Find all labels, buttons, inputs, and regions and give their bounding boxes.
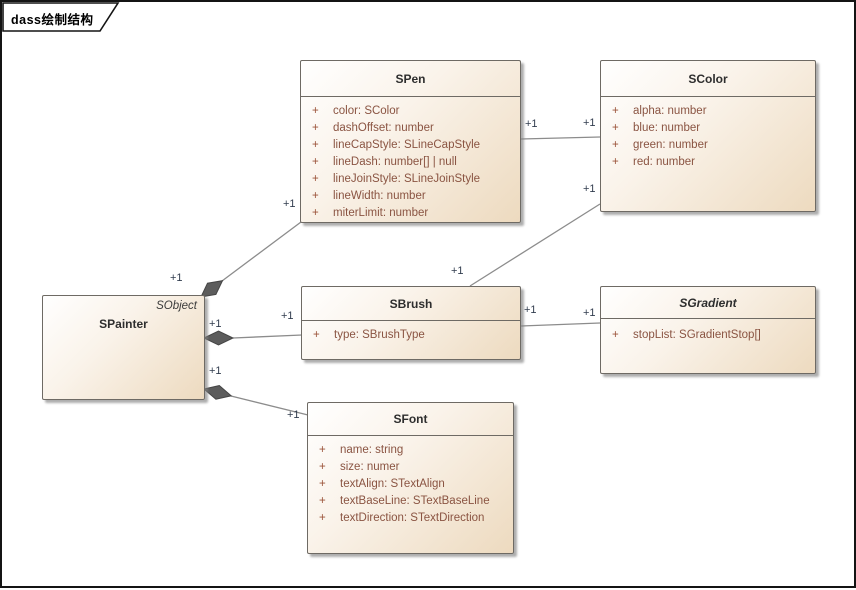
attribute: +size: numer (319, 461, 400, 473)
composition-diamond-font (202, 385, 233, 400)
attribute: +type: SBrushType (313, 329, 425, 341)
composition-diamond-pen (200, 280, 224, 298)
frame-tab (2, 2, 120, 32)
attribute: +name: string (319, 444, 404, 456)
attribute: +red: number (612, 156, 696, 168)
attribute: +blue: number (612, 122, 701, 134)
multiplicity-label: +1 (209, 365, 222, 377)
attribute: +textAlign: STextAlign (319, 478, 445, 490)
multiplicity-label: +1 (209, 318, 222, 330)
class-spainter[interactable]: SObject SPainter (42, 295, 205, 400)
multiplicity-label: +1 (583, 183, 596, 195)
diagram-title: dass绘制结构 (11, 13, 94, 27)
class-scolor[interactable]: SColor +alpha: number +blue: number +gre… (600, 60, 816, 212)
multiplicity-label: +1 (287, 409, 300, 421)
attribute: +lineDash: number[] | null (312, 156, 457, 168)
attribute: +textDirection: STextDirection (319, 512, 485, 524)
class-sfont[interactable]: SFont +name: string +size: numer +textAl… (307, 402, 514, 554)
class-name: SBrush (389, 296, 433, 311)
multiplicity-label: +1 (283, 198, 296, 210)
multiplicity-label: +1 (583, 117, 596, 129)
multiplicity-label: +1 (525, 118, 538, 130)
multiplicity-label: +1 (281, 310, 294, 322)
multiplicity-label: +1 (451, 265, 464, 277)
parent-class-label: SObject (156, 300, 197, 312)
class-name: SPainter (99, 317, 148, 331)
attribute: +textBaseLine: STextBaseLine (319, 495, 490, 507)
class-sgradient[interactable]: SGradient +stopList: SGradientStop[] (600, 286, 816, 374)
class-sbrush[interactable]: SBrush +type: SBrushType (301, 286, 521, 360)
composition-diamond-brush (202, 330, 235, 346)
attribute: +lineCapStyle: SLineCapStyle (312, 139, 481, 151)
connector-pen-color[interactable] (520, 136, 601, 140)
connector-brush-color[interactable] (469, 203, 601, 287)
class-name: SGradient (679, 295, 737, 310)
class-spen[interactable]: SPen +color: SColor +dashOffset: number … (300, 60, 521, 223)
multiplicity-label: +1 (170, 272, 183, 284)
attribute: +dashOffset: number (312, 122, 434, 134)
connector-painter-brush[interactable] (232, 334, 303, 339)
attribute: +color: SColor (312, 105, 400, 117)
attribute: +lineWidth: number (312, 190, 426, 202)
connector-painter-font[interactable] (230, 395, 309, 416)
multiplicity-label: +1 (583, 307, 596, 319)
class-name: SFont (393, 412, 428, 426)
connector-brush-gradient[interactable] (520, 322, 601, 327)
class-name: SColor (688, 71, 728, 86)
attribute: +lineJoinStyle: SLineJoinStyle (312, 173, 481, 185)
multiplicity-label: +1 (524, 304, 537, 316)
attribute: +miterLimit: number (312, 207, 429, 219)
connector-painter-pen[interactable] (221, 221, 302, 282)
attribute: +stopList: SGradientStop[] (612, 329, 761, 341)
attribute: +green: number (612, 139, 708, 151)
class-name: SPen (395, 71, 426, 86)
attribute: +alpha: number (612, 105, 707, 117)
